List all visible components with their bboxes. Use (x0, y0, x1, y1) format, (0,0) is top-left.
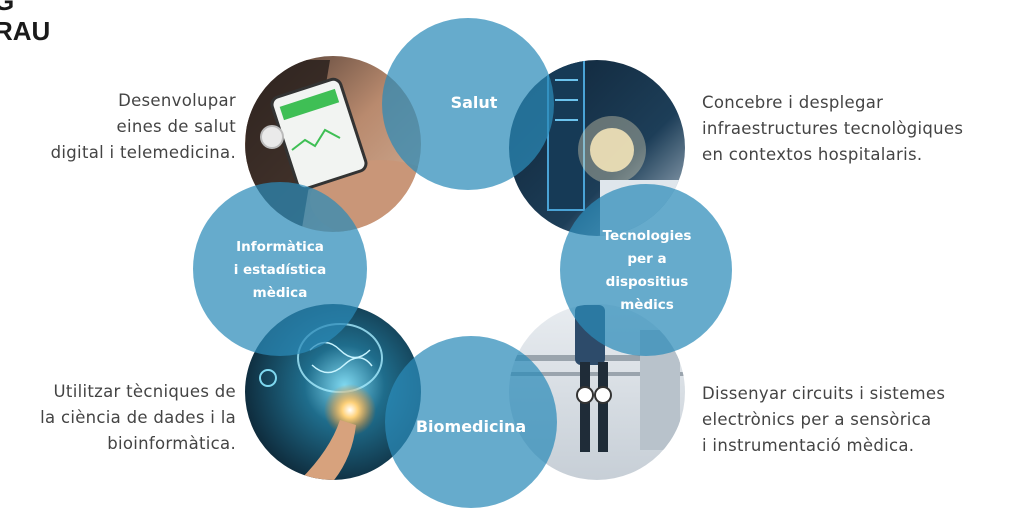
circle-label: mèdics (620, 297, 674, 313)
description-line: Concebre i desplegar (702, 93, 884, 112)
description-line: la ciència de dades i la (40, 408, 236, 427)
description-line: digital i telemedicina. (50, 143, 236, 162)
description-hospital-infrastructure: Concebre i desplegar infraestructures te… (702, 90, 963, 168)
description-digital-health: Desenvolupar eines de salut digital i te… (51, 88, 236, 166)
description-line: Dissenyar circuits i sistemes (702, 384, 946, 403)
circle-shape (382, 18, 554, 190)
circle-shape (385, 336, 557, 508)
circle-label: dispositius (606, 274, 689, 290)
description-line: eines de salut (116, 117, 236, 136)
description-line: infraestructures tecnològiques (702, 119, 964, 138)
description-line: en contextos hospitalaris. (702, 145, 923, 164)
circle-label: Informàtica (236, 239, 324, 255)
heading-line-1: G (0, 0, 15, 16)
description-line: electrònics per a sensòrica (702, 410, 932, 429)
circle-salut: Salut (382, 18, 554, 190)
circle-informatica: Informàtica i estadística mèdica (193, 182, 367, 356)
description-line: i instrumentació mèdica. (702, 436, 915, 455)
circle-shape (560, 184, 732, 356)
circle-label: Tecnologies (603, 228, 692, 244)
description-line: Utilitzar tècniques de (53, 382, 236, 401)
circle-label: i estadística (234, 262, 327, 278)
description-electronic-circuits: Dissenyar circuits i sistemes electrònic… (702, 381, 945, 459)
circle-biomedicina: Biomedicina (385, 336, 557, 508)
description-line: bioinformàtica. (107, 434, 236, 453)
description-line: Desenvolupar (118, 91, 236, 110)
circle-tecnologies: Tecnologies per a dispositius mèdics (560, 184, 732, 356)
circle-label: Biomedicina (416, 417, 526, 436)
circle-label: Salut (451, 93, 498, 112)
page-heading: G RAU (0, 0, 50, 46)
heading-line-2: RAU (0, 16, 51, 46)
circle-label: per a (627, 251, 666, 267)
description-data-science: Utilitzar tècniques de la ciència de dad… (40, 379, 236, 457)
circle-label: mèdica (253, 285, 308, 301)
circle-shape (193, 182, 367, 356)
